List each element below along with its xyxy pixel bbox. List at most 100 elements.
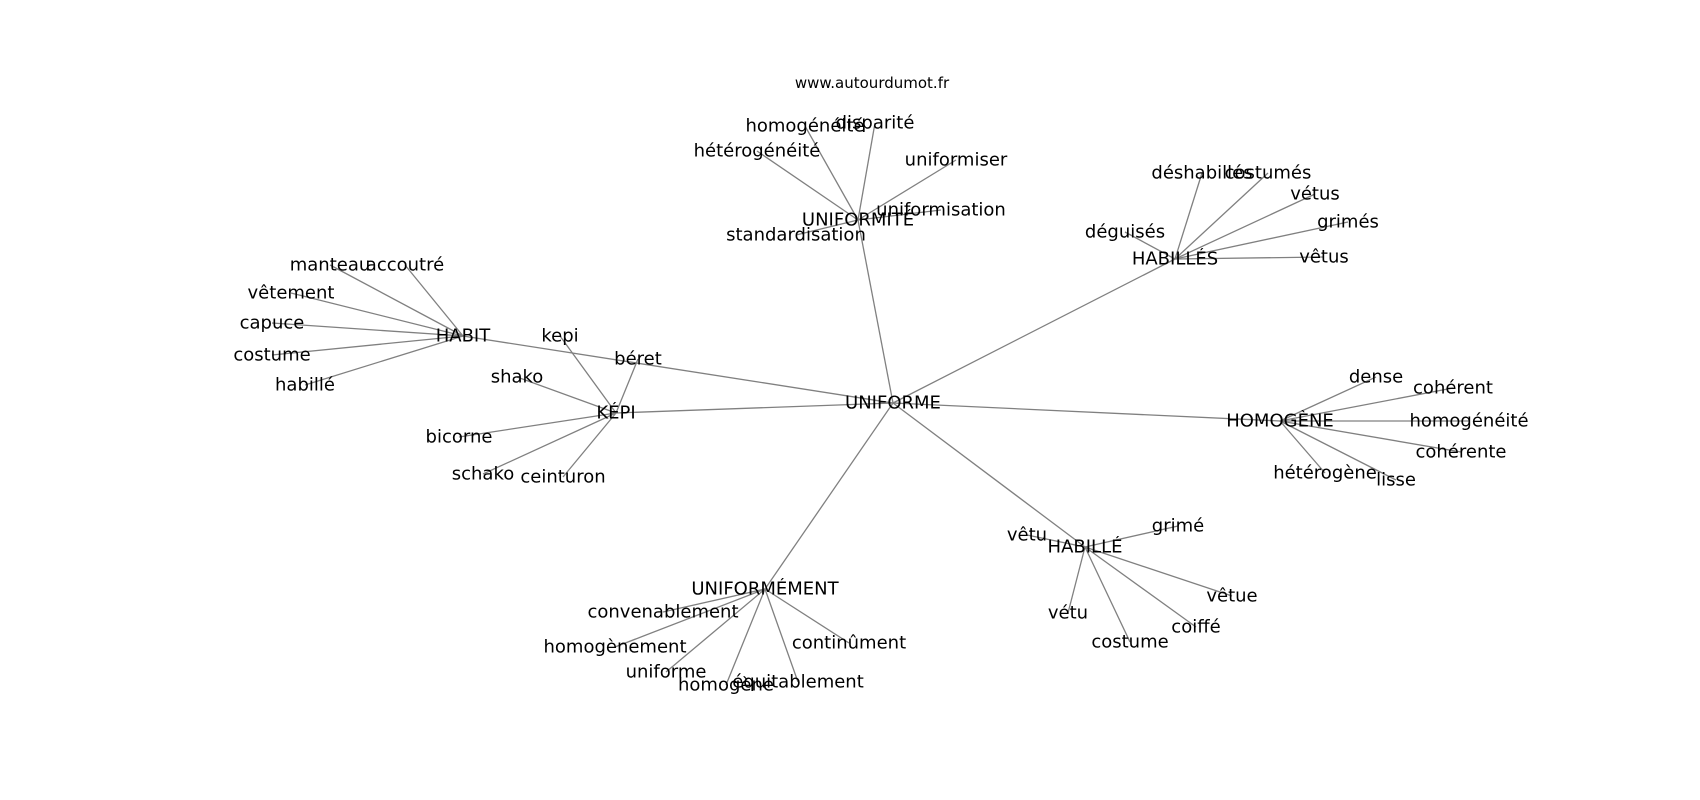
hub-node-kepi: KÉPI [596, 402, 635, 424]
edge-center-habit [462, 335, 894, 404]
word-node-homogene-5: lisse [1376, 470, 1416, 491]
edge-uniformite-4 [857, 209, 942, 221]
edge-center-uniformite [857, 219, 894, 404]
edge-habille-3 [1067, 546, 1086, 614]
word-node-kepi-5: ceinturon [520, 467, 605, 488]
word-node-homogene-4: hétérogène [1273, 463, 1377, 484]
word-node-habit-0: manteau [290, 255, 371, 276]
edge-habille-4 [1084, 546, 1197, 628]
edge-habilles-2 [1174, 193, 1316, 260]
edge-center-kepi [615, 402, 894, 414]
hub-node-habilles: HABILLÉS [1132, 248, 1218, 270]
center-node: UNIFORME [845, 393, 941, 414]
word-node-habille-5: costume [1091, 632, 1168, 653]
word-node-uniformement-4: homogène [678, 675, 774, 696]
edge-kepi-0 [559, 335, 617, 414]
word-node-habilles-1: costumés [1225, 163, 1312, 184]
edge-habilles-1 [1174, 172, 1269, 260]
edge-homogene-4 [1279, 420, 1326, 474]
word-node-habille-0: vêtu [1007, 525, 1047, 546]
word-node-habit-3: capuce [240, 313, 305, 334]
word-node-uniformement-0: convenablement [587, 602, 738, 623]
word-node-homogene-0: dense [1349, 367, 1403, 388]
edge-habilles-0 [1174, 172, 1203, 260]
word-node-habit-5: habillé [275, 375, 335, 396]
edge-kepi-4 [482, 412, 617, 475]
word-node-uniformite-2: hétérogénéité [694, 141, 821, 162]
edge-homogene-1 [1279, 387, 1454, 422]
word-node-habilles-0: déshabillés [1151, 163, 1252, 184]
word-node-uniformement-1: homogènement [543, 637, 686, 658]
hub-node-homogene: HOMOGÈNE [1226, 410, 1334, 432]
edge-uniformement-0 [662, 588, 766, 613]
word-node-habit-4: costume [233, 345, 310, 366]
edge-habit-1 [404, 264, 464, 337]
word-node-habilles-2: vétus [1290, 184, 1340, 205]
word-node-uniformite-1: disparité [836, 113, 915, 134]
edge-kepi-1 [615, 358, 639, 414]
edge-uniformement-4 [725, 588, 766, 686]
word-node-uniformement-3: uniforme [626, 662, 707, 683]
edge-habit-5 [304, 335, 464, 386]
edge-habille-2 [1084, 546, 1233, 597]
word-node-homogene-1: cohérent [1413, 378, 1493, 399]
word-node-uniformement-5: équitablement [732, 672, 864, 693]
word-node-kepi-0: kepi [541, 326, 578, 347]
edge-center-habilles [892, 258, 1176, 404]
hub-node-uniformement: UNIFORMÉMENT [691, 578, 839, 600]
word-node-uniformite-3: uniformiser [905, 150, 1008, 171]
edge-kepi-3 [458, 412, 617, 438]
edge-kepi-2 [516, 376, 617, 414]
edge-uniformite-1 [857, 122, 876, 221]
word-node-kepi-3: bicorne [426, 427, 493, 448]
graph-nodes: UNIFORMEUNIFORMITÉhomogénéitédisparitéhé… [233, 113, 1528, 696]
edge-habit-0 [329, 264, 464, 337]
edge-habilles-3 [1174, 221, 1349, 260]
word-node-uniformite-0: homogénéité [745, 116, 864, 137]
word-node-uniformement-2: continûment [792, 633, 906, 654]
edge-homogene-3 [1279, 420, 1462, 453]
edge-habilles-5 [1174, 256, 1325, 260]
edge-uniformite-0 [804, 125, 859, 221]
edge-habit-3 [271, 322, 464, 337]
edge-uniformement-2 [764, 588, 850, 644]
word-node-kepi-2: shako [491, 367, 544, 388]
word-node-kepi-1: béret [614, 349, 662, 370]
edge-kepi-5 [562, 412, 617, 478]
hub-node-uniformite: UNIFORMITÉ [802, 209, 914, 231]
edge-homogene-0 [1279, 376, 1377, 422]
edge-center-uniformement [764, 402, 894, 590]
hub-node-habit: HABIT [436, 326, 492, 347]
source-label: www.autourdumot.fr [795, 74, 950, 92]
edge-center-habille [892, 402, 1086, 548]
edge-uniformement-3 [665, 588, 766, 673]
word-node-habit-1: accoutré [366, 255, 444, 276]
word-node-uniformite-4: uniformisation [876, 200, 1006, 221]
edge-uniformite-5 [795, 219, 859, 236]
edge-habit-2 [290, 292, 464, 337]
word-node-homogene-3: cohérente [1415, 442, 1506, 463]
edge-uniformement-1 [614, 588, 766, 648]
edge-center-homogene [892, 402, 1281, 422]
edge-habit-4 [271, 335, 464, 356]
word-node-habille-3: vétu [1048, 603, 1088, 624]
word-node-habilles-4: déguisés [1085, 222, 1165, 243]
edge-habille-0 [1026, 534, 1086, 548]
word-node-habille-1: grimé [1152, 516, 1204, 537]
word-node-uniformite-5: standardisation [726, 225, 866, 246]
word-node-habilles-5: vêtus [1299, 247, 1349, 268]
word-node-habille-4: coiffé [1171, 617, 1220, 638]
edge-habille-1 [1084, 525, 1179, 548]
edge-uniformite-2 [756, 150, 859, 221]
edge-uniformement-5 [764, 588, 799, 683]
word-node-habille-2: vêtue [1206, 586, 1257, 607]
edge-homogene-5 [1279, 420, 1397, 481]
word-node-habit-2: vêtement [248, 283, 335, 304]
word-node-habilles-3: grimés [1317, 212, 1379, 233]
edge-habille-5 [1084, 546, 1131, 643]
graph-edges [271, 122, 1469, 686]
edge-habilles-4 [1124, 231, 1176, 260]
edge-uniformite-3 [857, 159, 957, 221]
word-node-homogene-2: homogénéité [1409, 411, 1528, 432]
